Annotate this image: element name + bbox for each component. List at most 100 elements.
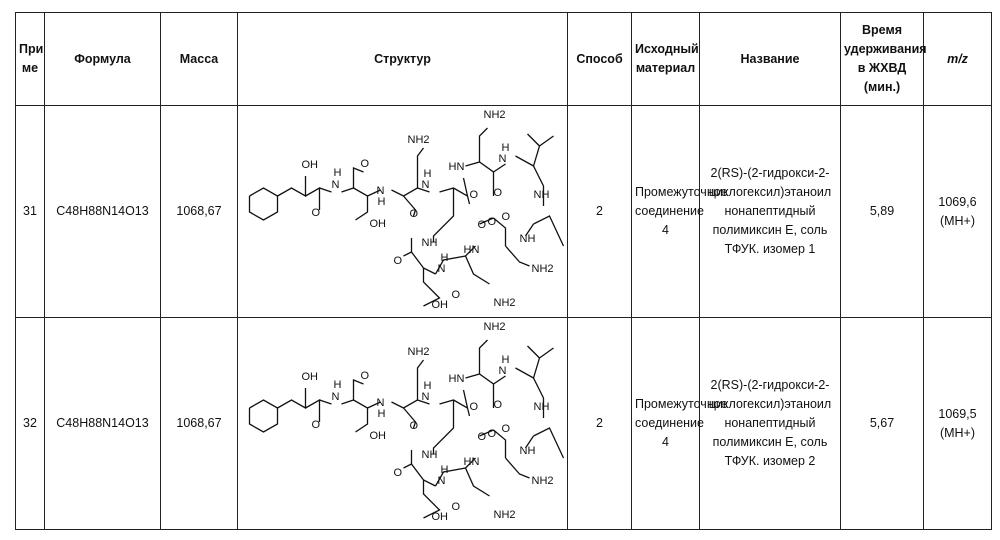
atom-label: H — [502, 354, 510, 366]
atom-label: NH — [520, 445, 536, 457]
bond — [277, 176, 307, 198]
bond — [493, 217, 507, 246]
atom-label: H — [334, 167, 342, 179]
compound-name: 2(RS)-(2-гидрокси-2-циклогексил)этаноил … — [699, 105, 841, 318]
header-example: При ме — [15, 12, 45, 106]
bond — [479, 429, 494, 437]
header-retention-time: Время удерживания в ЖХВД (мин.) — [840, 12, 927, 106]
atom-label: OH — [370, 430, 387, 442]
atom-label: OH — [302, 371, 319, 383]
bond — [352, 167, 364, 188]
atom-label: N — [422, 391, 430, 403]
atom-label: H — [441, 464, 449, 476]
bond — [464, 255, 490, 285]
atom-label: NH — [534, 401, 550, 413]
example-number: 31 — [15, 105, 45, 318]
atom-label: H — [424, 380, 432, 392]
header-formula: Формула — [44, 12, 161, 106]
atom-label: NH2 — [494, 297, 516, 309]
atom-label: N — [422, 179, 430, 191]
bond — [432, 188, 455, 242]
atom-label: NH — [422, 237, 438, 249]
bond — [465, 373, 495, 408]
atom-label: N — [438, 475, 446, 487]
starting-material: Промежуточное соединение 4 — [631, 317, 728, 530]
bond — [462, 389, 469, 409]
atom-label: NH2 — [408, 134, 430, 146]
atom-label: H — [334, 379, 342, 391]
bond — [367, 189, 381, 197]
bond — [422, 268, 441, 307]
bond — [439, 399, 471, 417]
bond — [524, 223, 535, 237]
bond — [403, 195, 417, 217]
atom-label: H — [424, 168, 432, 180]
atom-label: N — [332, 179, 340, 191]
bond — [478, 127, 488, 162]
header-starting-material: Исходный материал — [631, 12, 700, 106]
atom-label: O — [470, 189, 479, 201]
bond — [434, 245, 476, 275]
atom-label: O — [502, 423, 511, 435]
atom-label: OH — [432, 511, 449, 523]
bond — [422, 480, 441, 519]
formula: C48H88N14O13 — [44, 317, 161, 530]
bond — [527, 133, 540, 147]
atom-label: O — [394, 467, 403, 479]
atom-label: OH — [432, 299, 449, 311]
method: 2 — [567, 317, 632, 530]
atom-label: NH2 — [408, 346, 430, 358]
header-mz: m/z — [923, 12, 992, 106]
bond — [532, 165, 545, 187]
mass: 1068,67 — [160, 105, 238, 318]
bond — [417, 399, 430, 405]
bond — [505, 457, 530, 479]
bond — [277, 388, 307, 410]
bond — [478, 339, 488, 374]
atom-label: OH — [370, 218, 387, 230]
atom-label: H — [441, 252, 449, 264]
bond — [341, 399, 369, 433]
atom-label: O — [410, 420, 419, 432]
bond — [465, 161, 495, 196]
atom-label: N — [377, 185, 385, 197]
chemical-structure-image: OHOHNONHNH2OHNOHHNONH2HNOONHONHNHHNOHNON… — [248, 109, 565, 311]
mass: 1068,67 — [160, 317, 238, 530]
bond — [403, 251, 412, 257]
example-number: 32 — [15, 317, 45, 530]
header-row: При ме Формула Масса Структур Способ Исх… — [15, 12, 992, 106]
atom-label: NH2 — [532, 475, 554, 487]
atom-label: NH2 — [484, 109, 506, 121]
bond — [515, 135, 554, 167]
header-method: Способ — [567, 12, 632, 106]
bond — [533, 427, 565, 459]
bond — [417, 187, 430, 193]
bond — [352, 379, 364, 400]
atom-label: O — [488, 216, 497, 228]
bond — [527, 345, 540, 359]
atom-label: O — [494, 399, 503, 411]
atom-label: N — [499, 153, 507, 165]
bond — [248, 187, 279, 221]
atom-label: O — [478, 219, 487, 231]
compound-table: При ме Формула Масса Структур Способ Исх… — [15, 12, 992, 530]
bond — [532, 377, 545, 399]
compound-name: 2(RS)-(2-гидрокси-2-циклогексил)этаноил … — [699, 317, 841, 530]
atom-label: OH — [302, 159, 319, 171]
atom-label: N — [332, 391, 340, 403]
chemical-structure-image: OHOHNONHNH2OHNOHHNONH2HNOONHONHNHHNOHNON… — [248, 321, 565, 523]
atom-label: H — [378, 408, 386, 420]
atom-label: HN — [464, 244, 480, 256]
bond — [403, 407, 417, 429]
atom-label: O — [488, 428, 497, 440]
mz-value: 1069,5 (MH+) — [923, 317, 992, 530]
atom-label: NH — [520, 233, 536, 245]
atom-label: H — [502, 142, 510, 154]
atom-label: NH — [534, 189, 550, 201]
bond — [493, 429, 507, 458]
atom-label: N — [377, 397, 385, 409]
atom-label: O — [312, 207, 321, 219]
atom-label: NH2 — [484, 321, 506, 333]
bond — [434, 457, 476, 487]
bond — [403, 463, 412, 469]
